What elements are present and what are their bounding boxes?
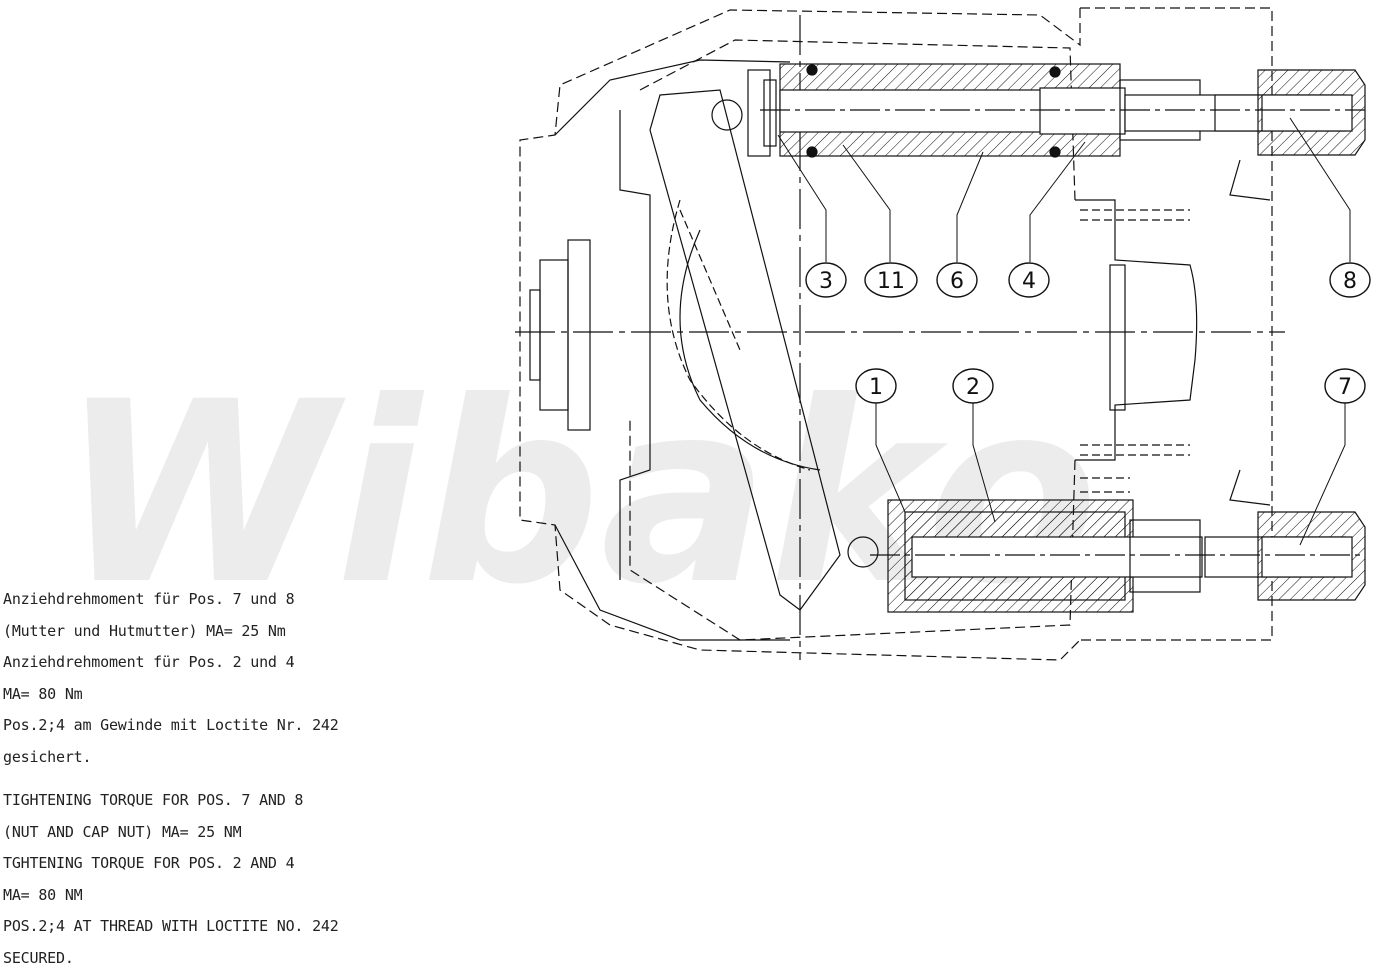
svg-text:11: 11 — [877, 269, 905, 294]
note-line: TGHTENING TORQUE FOR POS. 2 AND 4 — [3, 848, 339, 880]
note-line: (NUT AND CAP NUT) MA= 25 NM — [3, 817, 339, 849]
note-line: POS.2;4 AT THREAD WITH LOCTITE NO. 242 — [3, 911, 339, 943]
notes-english: TIGHTENING TORQUE FOR POS. 7 AND 8 (NUT … — [3, 785, 339, 974]
note-line: gesichert. — [3, 742, 339, 774]
piston-rod-upper-core — [1040, 88, 1125, 134]
note-line: Anziehdrehmoment für Pos. 2 und 4 — [3, 647, 339, 679]
piston-cap-disc — [748, 70, 770, 156]
callout-4: 4 — [1009, 263, 1049, 297]
oring — [1050, 67, 1060, 77]
note-line: SECURED. — [3, 943, 339, 974]
oring — [807, 147, 817, 157]
svg-text:2: 2 — [966, 375, 980, 400]
cap-nut-upper-bore — [1262, 95, 1352, 131]
note-line: Anziehdrehmoment für Pos. 7 und 8 — [3, 584, 339, 616]
oring — [1050, 147, 1060, 157]
piston-rod-upper — [780, 90, 1050, 132]
svg-text:6: 6 — [950, 269, 964, 294]
note-line: Pos.2;4 am Gewinde mit Loctite Nr. 242 — [3, 710, 339, 742]
svg-text:3: 3 — [819, 269, 833, 294]
note-line: (Mutter und Hutmutter) MA= 25 Nm — [3, 616, 339, 648]
nut-lower-bore — [1262, 537, 1352, 577]
callout-2: 2 — [953, 369, 993, 403]
piston-rod-lower — [912, 537, 1202, 577]
svg-text:4: 4 — [1022, 269, 1036, 294]
notes-german: Anziehdrehmoment für Pos. 7 und 8 (Mutte… — [3, 584, 339, 773]
oring — [807, 65, 817, 75]
note-line: TIGHTENING TORQUE FOR POS. 7 AND 8 — [3, 785, 339, 817]
right-pocket — [1110, 265, 1125, 410]
callout-11: 11 — [865, 263, 917, 297]
callout-6: 6 — [937, 263, 977, 297]
callout-3: 3 — [806, 263, 846, 297]
callout-7: 7 — [1325, 369, 1365, 403]
callout-8: 8 — [1330, 263, 1370, 297]
note-line: MA= 80 Nm — [3, 679, 339, 711]
callout-1: 1 — [856, 369, 896, 403]
svg-text:7: 7 — [1338, 375, 1352, 400]
note-line: MA= 80 NM — [3, 880, 339, 912]
svg-text:1: 1 — [869, 375, 883, 400]
svg-text:8: 8 — [1343, 269, 1357, 294]
